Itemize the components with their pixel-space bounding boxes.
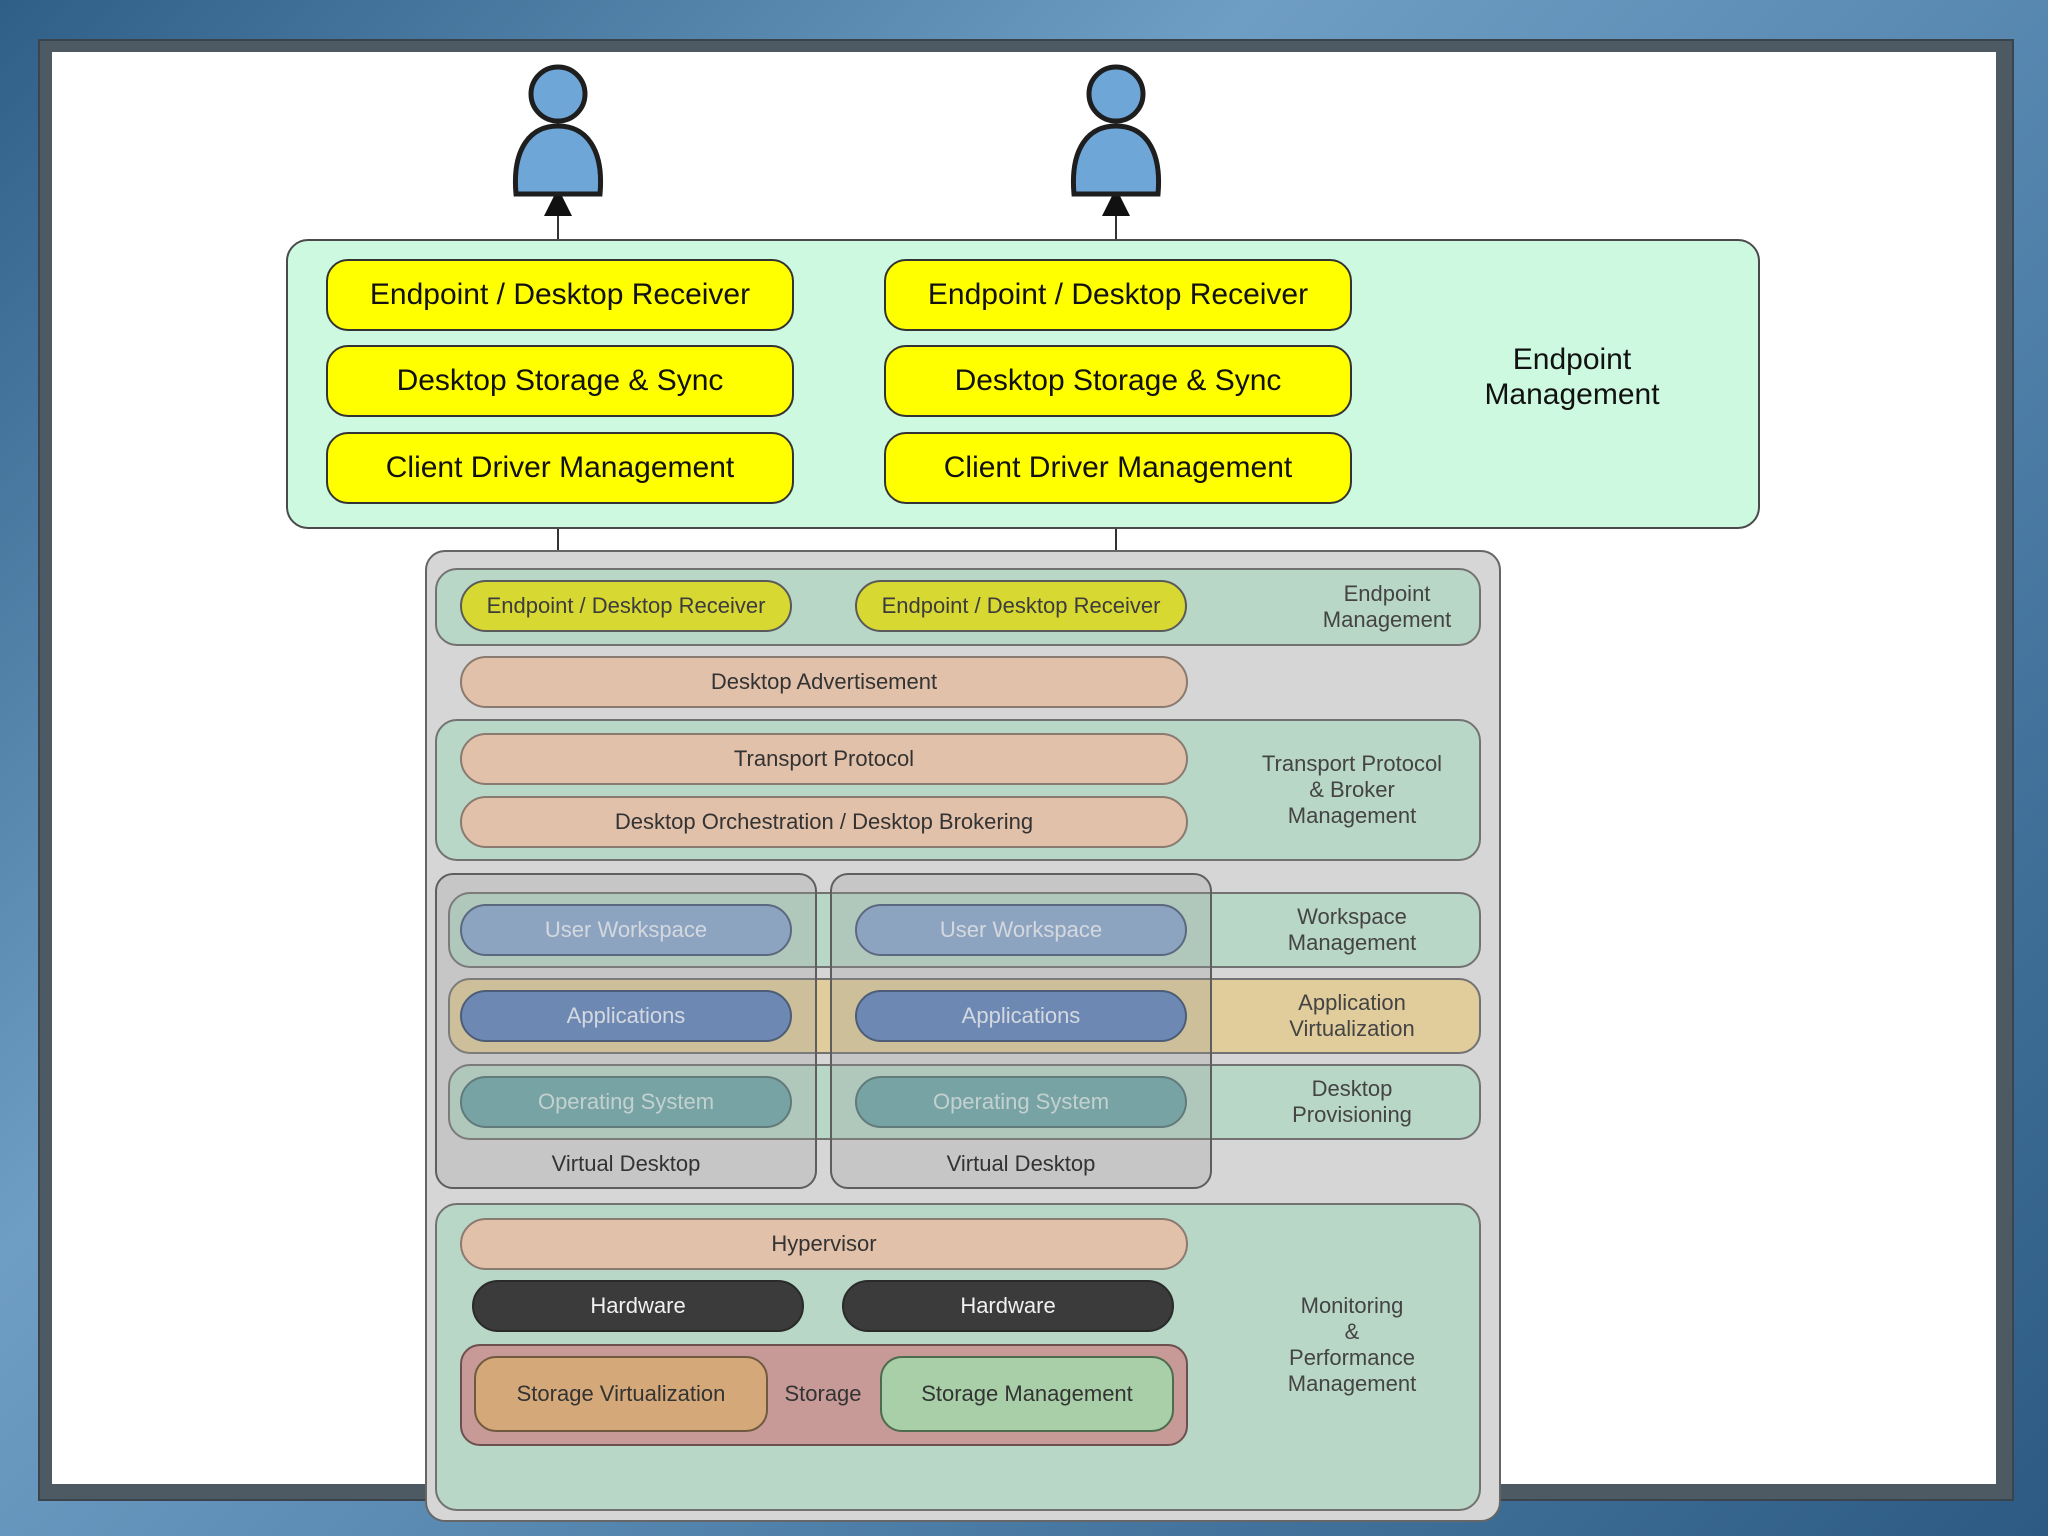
user-workspace-left[interactable]: User Workspace: [460, 904, 792, 956]
virtual-desktop-left-label: Virtual Desktop: [551, 1151, 701, 1177]
workspace-management-label: Workspace Management: [1287, 904, 1417, 955]
band-endpoint-management-label: Endpoint Management: [1322, 581, 1452, 632]
operating-system-right[interactable]: Operating System: [855, 1076, 1187, 1128]
hardware-left[interactable]: Hardware: [472, 1280, 804, 1332]
desktop-orchestration-brokering[interactable]: Desktop Orchestration / Desktop Brokerin…: [460, 796, 1188, 848]
diagram-canvas: Endpoint / Desktop Receiver Desktop Stor…: [52, 52, 1996, 1522]
client-driver-management-left[interactable]: Client Driver Management: [326, 432, 794, 504]
storage-virtualization[interactable]: Storage Virtualization: [474, 1356, 768, 1432]
desktop-provisioning-label: Desktop Provisioning: [1292, 1076, 1412, 1127]
storage-label: Storage: [784, 1381, 862, 1407]
operating-system-left[interactable]: Operating System: [460, 1076, 792, 1128]
endpoint-desktop-receiver-right[interactable]: Endpoint / Desktop Receiver: [884, 259, 1352, 331]
user-person-icon-left: [512, 64, 604, 197]
band-endpoint-receiver-left[interactable]: Endpoint / Desktop Receiver: [460, 580, 792, 632]
applications-right[interactable]: Applications: [855, 990, 1187, 1042]
client-driver-management-right[interactable]: Client Driver Management: [884, 432, 1352, 504]
transport-broker-management-label: Transport Protocol & Broker Management: [1261, 751, 1443, 828]
desktop-advertisement[interactable]: Desktop Advertisement: [460, 656, 1188, 708]
hypervisor[interactable]: Hypervisor: [460, 1218, 1188, 1270]
applications-left[interactable]: Applications: [460, 990, 792, 1042]
desktop-storage-sync-left[interactable]: Desktop Storage & Sync: [326, 345, 794, 417]
virtual-desktop-right-label: Virtual Desktop: [946, 1151, 1096, 1177]
user-workspace-right[interactable]: User Workspace: [855, 904, 1187, 956]
hardware-right[interactable]: Hardware: [842, 1280, 1174, 1332]
monitoring-performance-label: Monitoring & Performance Management: [1287, 1293, 1417, 1396]
storage-management[interactable]: Storage Management: [880, 1356, 1174, 1432]
virtual-desktop-right-box[interactable]: [830, 873, 1212, 1189]
endpoint-desktop-receiver-left[interactable]: Endpoint / Desktop Receiver: [326, 259, 794, 331]
transport-protocol[interactable]: Transport Protocol: [460, 733, 1188, 785]
user-person-icon-right: [1070, 64, 1162, 197]
virtual-desktop-left-box[interactable]: [435, 873, 817, 1189]
application-virtualization-label: Application Virtualization: [1289, 990, 1415, 1041]
desktop-storage-sync-right[interactable]: Desktop Storage & Sync: [884, 345, 1352, 417]
band-endpoint-receiver-right[interactable]: Endpoint / Desktop Receiver: [855, 580, 1187, 632]
endpoint-management-label: Endpoint Management: [1484, 342, 1660, 411]
